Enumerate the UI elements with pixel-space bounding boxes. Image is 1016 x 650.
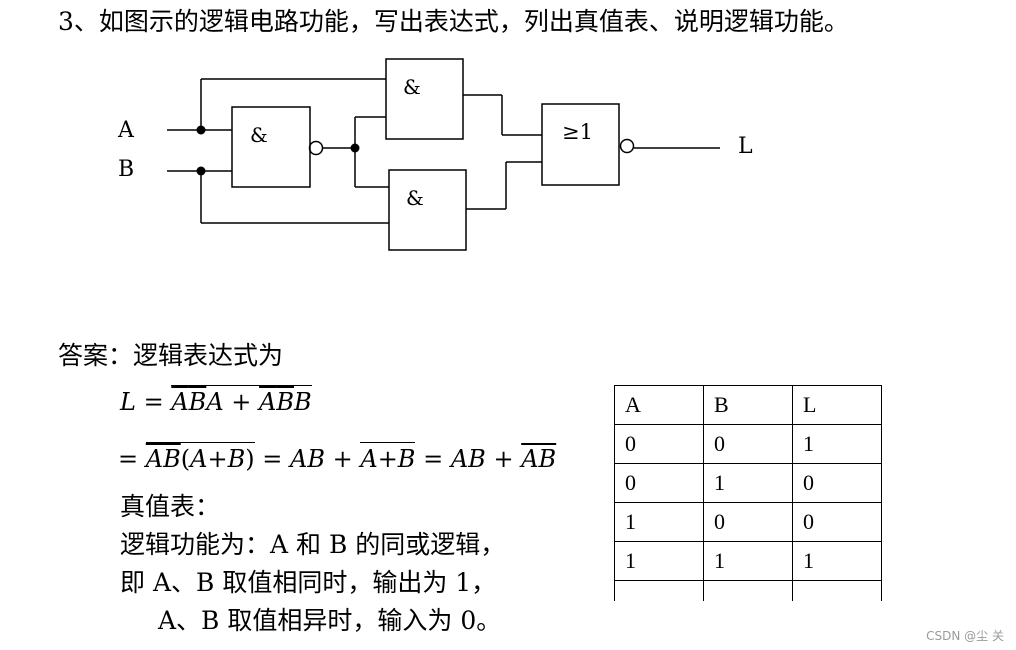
table-cell: 1 bbox=[703, 541, 793, 581]
table-header-cell: B bbox=[703, 385, 793, 425]
equation-line-2: = AB(A+B) = AB + A+B = AB + AB bbox=[118, 442, 556, 473]
logic-circuit-diagram: A B L & & & ≥1 bbox=[117, 58, 753, 251]
logic-function-line-2: 即 A、B 取值相同时，输出为 1， bbox=[120, 568, 497, 597]
table-cell: 0 bbox=[703, 502, 793, 542]
table-row: 1 1 1 bbox=[614, 541, 882, 581]
nand-gate bbox=[231, 106, 311, 188]
table-cell: 0 bbox=[614, 463, 704, 503]
table-header-cell: A bbox=[614, 385, 704, 425]
nor-gate bbox=[541, 103, 620, 186]
watermark: CSDN @尘 关 bbox=[926, 629, 1004, 643]
question-text: 3、如图示的逻辑电路功能，写出表达式，列出真值表、说明逻辑功能。 bbox=[58, 7, 849, 36]
table-cell: 0 bbox=[614, 424, 704, 464]
nor-inverter-bubble bbox=[619, 138, 635, 154]
answer-heading: 答案：逻辑表达式为 bbox=[58, 341, 284, 370]
junction-dot-nand bbox=[350, 143, 360, 153]
table-header-cell: L bbox=[792, 385, 882, 425]
output-l-label: L bbox=[738, 134, 753, 159]
table-cell: 1 bbox=[792, 424, 882, 464]
logic-function-line-3: A、B 取值相异时，输入为 0。 bbox=[158, 606, 502, 635]
and-top-symbol: & bbox=[403, 75, 421, 99]
input-a-label: A bbox=[117, 118, 135, 143]
nand-inverter-bubble bbox=[308, 140, 324, 156]
table-cell: 1 bbox=[792, 541, 882, 581]
table-row: 0 0 1 bbox=[614, 424, 882, 464]
logic-function-line-1: 逻辑功能为：A 和 B 的同或逻辑， bbox=[120, 530, 506, 559]
truth-table-label: 真值表： bbox=[120, 492, 221, 521]
junction-dot-b bbox=[196, 166, 206, 176]
table-cell: 0 bbox=[703, 424, 793, 464]
and-gate-top bbox=[385, 58, 464, 140]
table-cell: 1 bbox=[614, 541, 704, 581]
and-gate-bottom bbox=[388, 169, 467, 251]
equation-line-1: L = ABA + ABB bbox=[120, 385, 312, 416]
table-cell: 1 bbox=[614, 502, 704, 542]
table-row-empty bbox=[614, 580, 882, 601]
table-header-row: A B L bbox=[614, 385, 882, 425]
table-row: 1 0 0 bbox=[614, 502, 882, 542]
input-b-label: B bbox=[118, 157, 134, 182]
table-cell: 0 bbox=[792, 502, 882, 542]
table-cell: 1 bbox=[703, 463, 793, 503]
nor-symbol: ≥1 bbox=[562, 120, 593, 144]
truth-table: A B L 0 0 1 0 1 0 1 0 0 1 1 1 bbox=[614, 385, 882, 601]
nand-symbol: & bbox=[250, 123, 268, 147]
and-bottom-symbol: & bbox=[406, 186, 424, 210]
table-row: 0 1 0 bbox=[614, 463, 882, 503]
junction-dot-a bbox=[196, 125, 206, 135]
table-cell: 0 bbox=[792, 463, 882, 503]
